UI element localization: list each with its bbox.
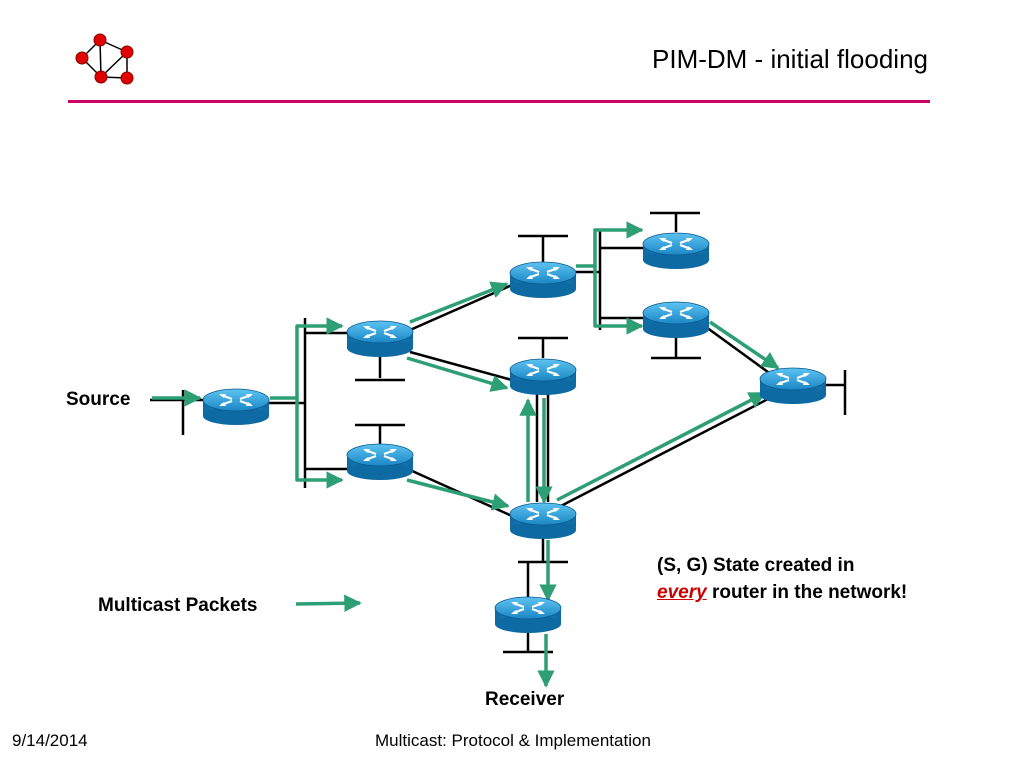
legend-label: Multicast Packets xyxy=(98,595,257,616)
state-note: (S, G) State created in every router in … xyxy=(657,552,907,606)
footer-date: 9/14/2014 xyxy=(12,731,88,750)
title-divider xyxy=(68,100,930,103)
note-emphasis: every xyxy=(657,582,707,603)
network-logo-icon xyxy=(75,33,134,85)
router-icon xyxy=(346,320,414,358)
flow-arrow xyxy=(295,398,344,489)
router-icon xyxy=(346,443,414,481)
flow-arrow xyxy=(406,478,510,511)
router-icon xyxy=(202,388,270,426)
flow-arrow xyxy=(576,221,644,268)
note-line-2: every router in the network! xyxy=(657,579,907,606)
flow-arrow xyxy=(406,356,509,392)
router-icon xyxy=(494,596,562,634)
flow-arrow xyxy=(556,391,767,502)
note-line-2-rest: router in the network! xyxy=(706,582,908,603)
flow-arrow xyxy=(593,266,644,335)
note-line-1: (S, G) State created in xyxy=(657,555,855,576)
source-label: Source xyxy=(66,389,130,410)
receiver-label: Receiver xyxy=(485,689,565,710)
footer-title: Multicast: Protocol & Implementation xyxy=(375,731,651,750)
flow-arrow xyxy=(709,320,780,370)
legend-arrow xyxy=(295,594,362,612)
flow-arrow xyxy=(409,281,509,324)
flow-arrow xyxy=(270,317,344,400)
slide-title: PIM-DM - initial flooding xyxy=(652,44,928,74)
router-icon xyxy=(509,261,577,299)
multicast-flow-arrows xyxy=(152,221,780,688)
router-icon xyxy=(642,232,710,270)
router-icon xyxy=(642,301,710,339)
router-icon xyxy=(759,367,827,405)
router-icon xyxy=(509,502,577,540)
router-icon xyxy=(509,358,577,396)
